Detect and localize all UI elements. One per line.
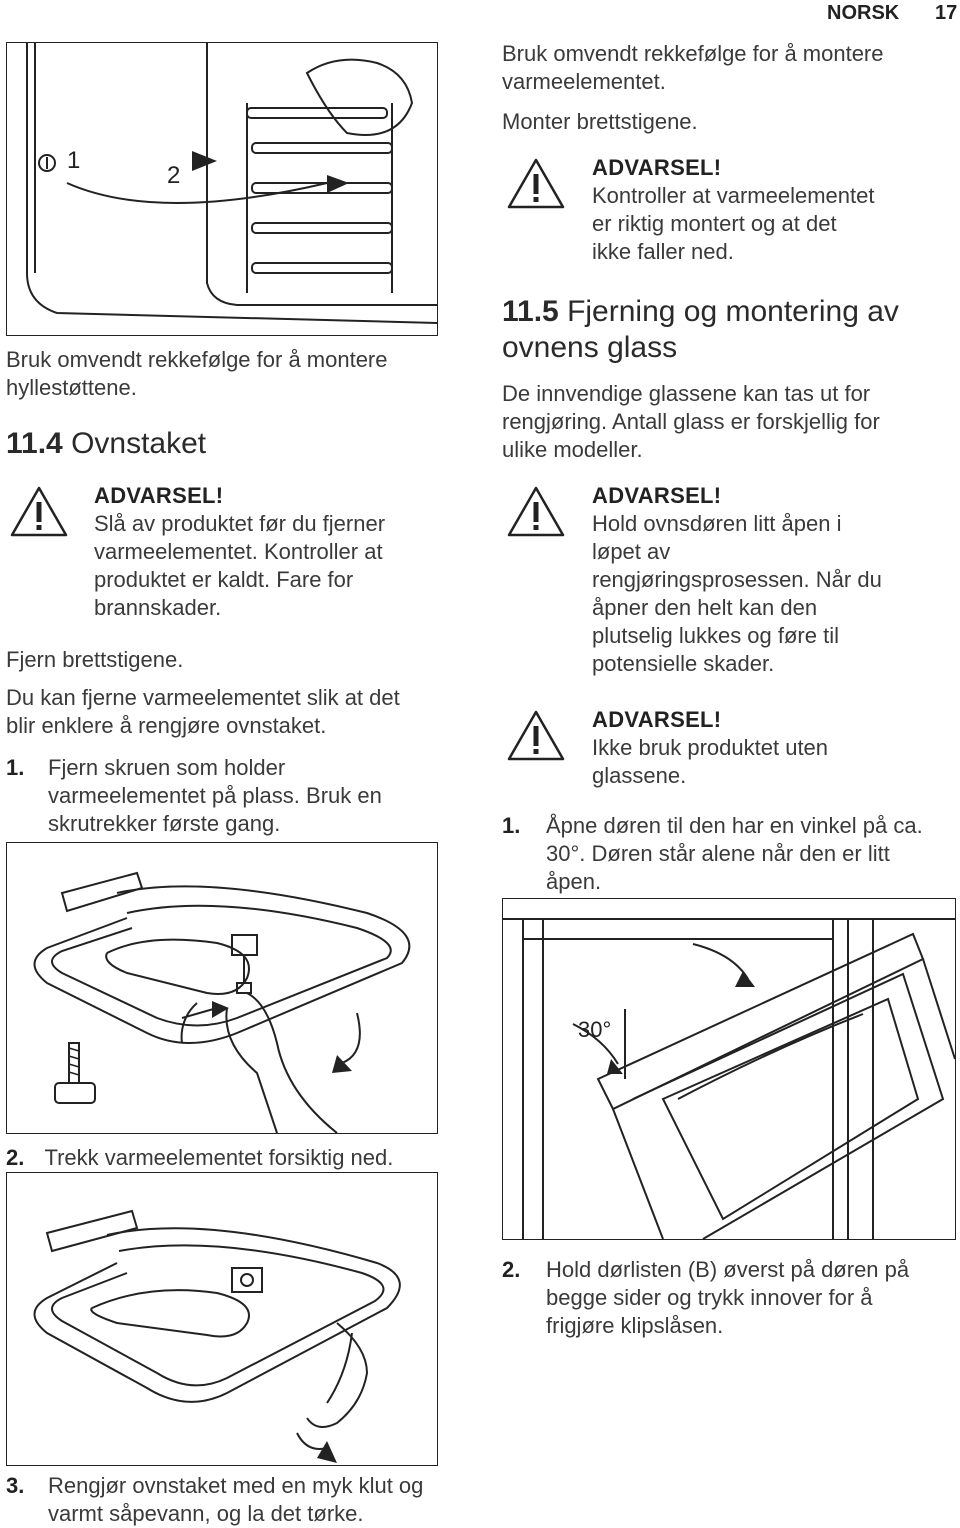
door-angle-illustration: 30° <box>503 918 955 1239</box>
section-11-5-heading: 11.5 Fjerning og montering av ovnens gla… <box>502 294 952 366</box>
step-line: frigjøre klipslåsen. <box>546 1313 724 1338</box>
warning-line: brannskader. <box>94 595 222 620</box>
warning-block: ADVARSEL! Kontroller at varmeelementet e… <box>592 154 952 266</box>
warning-line: glassene. <box>592 763 687 788</box>
warning-title: ADVARSEL! <box>592 707 722 732</box>
warning-line: potensielle skader. <box>592 651 775 676</box>
step-number: 1. <box>502 813 521 838</box>
warning-title: ADVARSEL! <box>592 483 722 508</box>
step-line: Fjern skruen som holder <box>48 755 286 780</box>
warning-block: ADVARSEL! Slå av produktet før du fjerne… <box>94 482 434 622</box>
step-number: 2. <box>502 1257 521 1282</box>
section-number: 11.5 <box>502 295 559 328</box>
warning-line: er riktig montert og at det <box>592 211 837 236</box>
step-text: Trekk varmeelementet forsiktig ned. <box>44 1145 394 1170</box>
step-line: Rengjør ovnstaket med en myk klut og <box>48 1473 424 1498</box>
warning-icon <box>505 708 567 768</box>
step-line: skrutrekker første gang. <box>48 811 281 836</box>
warning-line: løpet av <box>592 539 671 564</box>
step-line: begge sider og trykk innover for å <box>546 1285 873 1310</box>
paragraph-line: rengjøring. Antall glass er forskjellig … <box>502 409 880 434</box>
step-line: 30°. Døren står alene når den er litt <box>546 841 890 866</box>
paragraph-line: De innvendige glassene kan tas ut for <box>502 381 871 406</box>
shelf-support-illustration: 1 2 <box>26 43 437 324</box>
warning-icon <box>505 156 567 216</box>
heater-pull-illustration <box>33 1209 401 1463</box>
step-2-left: 2. Trekk varmeelementet forsiktig ned. <box>6 1144 446 1172</box>
section-11-4-heading: 11.4 Ovnstaket <box>6 426 206 462</box>
heater-pull-figure <box>6 1172 438 1466</box>
glass-paragraph: De innvendige glassene kan tas ut for re… <box>502 380 952 464</box>
section-title: Ovnstaket <box>71 427 207 460</box>
step-number: 3. <box>6 1473 25 1498</box>
figure-label-1: 1 <box>67 147 80 174</box>
warning-line: Hold ovnsdøren litt åpen i <box>592 511 842 536</box>
warning-line: Kontroller at varmeelementet <box>592 183 875 208</box>
warning-line: plutselig lukkes og føre til <box>592 623 839 648</box>
step-number: 1. <box>6 755 25 780</box>
warning-block: ADVARSEL! Hold ovnsdøren litt åpen i løp… <box>592 482 952 678</box>
paragraph-line: Bruk omvendt rekkefølge for å montere <box>502 41 884 66</box>
warning-icon <box>8 484 70 544</box>
step-line: Hold dørlisten (B) øverst på døren på <box>546 1257 910 1282</box>
reverse-heater-paragraph: Bruk omvendt rekkefølge for å montere va… <box>502 40 952 96</box>
step-line: varmeelementet på plass. Bruk en <box>48 783 382 808</box>
paragraph-line: varmeelementet. <box>502 69 666 94</box>
page-number: 17 <box>935 2 958 24</box>
heater-screw-figure <box>6 842 438 1134</box>
warning-line: Ikke bruk produktet uten <box>592 735 829 760</box>
warning-title: ADVARSEL! <box>592 155 722 180</box>
warning-line: åpner den helt kan den <box>592 595 818 620</box>
section-title-line-2: ovnens glass <box>502 331 678 364</box>
paragraph-line: ulike modeller. <box>502 437 643 462</box>
heater-screw-illustration <box>33 871 411 1133</box>
warning-line: produktet er kaldt. Fare for <box>94 567 354 592</box>
reverse-shelves-paragraph: Bruk omvendt rekkefølge for å montere hy… <box>6 347 388 400</box>
step-line: Åpne døren til den har en vinkel på ca. <box>546 813 923 838</box>
screw-icon <box>54 1042 96 1104</box>
section-title: Fjerning og montering av <box>558 295 899 328</box>
warning-title: ADVARSEL! <box>94 483 224 508</box>
warning-line: varmeelementet. Kontroller at <box>94 539 383 564</box>
paragraph-line: Du kan fjerne varmeelementet slik at det <box>6 685 400 710</box>
remove-racks-paragraph: Fjern brettstigene. <box>6 647 184 672</box>
mount-racks-paragraph: Monter brettstigene. <box>502 109 698 134</box>
step-number: 2. <box>6 1145 25 1170</box>
shelf-support-figure: 1 2 <box>6 42 438 336</box>
angle-label: 30° <box>578 1017 611 1042</box>
warning-line: Slå av produktet før du fjerner <box>94 511 386 536</box>
warning-icon <box>505 484 567 544</box>
warning-line: rengjøringsprosessen. Når du <box>592 567 882 592</box>
language-label: NORSK <box>827 2 900 24</box>
figure-label-2: 2 <box>167 162 180 189</box>
section-number: 11.4 <box>6 427 63 460</box>
step-line: åpen. <box>546 869 602 894</box>
remove-heater-paragraph: Du kan fjerne varmeelementet slik at det… <box>6 684 446 740</box>
step-line: varmt såpevann, og la det tørke. <box>48 1501 364 1526</box>
warning-block: ADVARSEL! Ikke bruk produktet uten glass… <box>592 706 952 790</box>
door-angle-figure: 30° <box>502 898 956 1240</box>
paragraph-line: blir enklere å rengjøre ovnstaket. <box>6 713 327 738</box>
warning-line: ikke faller ned. <box>592 239 734 264</box>
